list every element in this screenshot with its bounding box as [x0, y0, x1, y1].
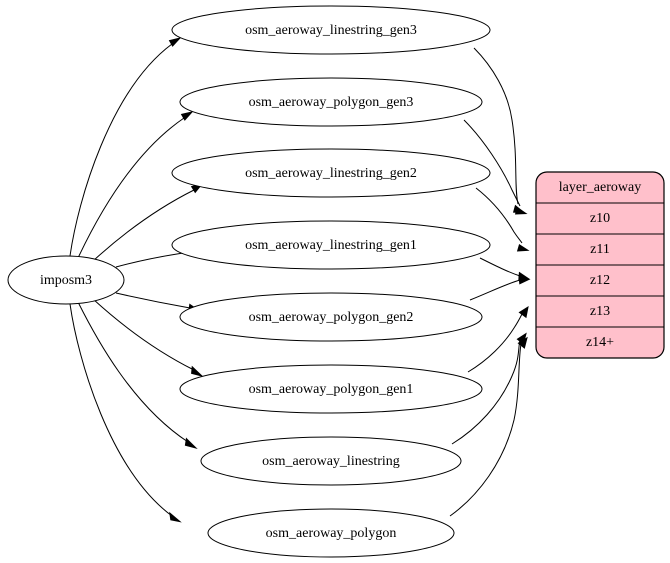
- node-osm-aeroway-linestring-gen2[interactable]: osm_aeroway_linestring_gen2: [171, 148, 491, 198]
- edge-linestring-gen1-to-z12: [479, 257, 521, 277]
- node-ellipse-0[interactable]: [171, 5, 491, 55]
- edge-polygon-gen1-to-z13: [467, 313, 523, 373]
- edge-imposm3-to-linestring: [77, 301, 189, 443]
- node-osm-aeroway-polygon-gen3[interactable]: osm_aeroway_polygon_gen3: [179, 77, 483, 127]
- node-label-7: osm_aeroway_polygon: [266, 526, 397, 541]
- arrowhead-polygon-gen3: [180, 111, 194, 121]
- node-label-1: osm_aeroway_polygon_gen3: [249, 95, 414, 110]
- table-outer-border: [535, 171, 665, 359]
- edge-imposm3-to-polygon: [69, 303, 173, 517]
- arrowhead-z11: [516, 244, 530, 252]
- node-osm-aeroway-linestring-gen3[interactable]: osm_aeroway_linestring_gen3: [171, 5, 491, 55]
- node-ellipse-7[interactable]: [207, 508, 455, 558]
- table-row-label-z12: z12: [590, 273, 610, 288]
- imposm3-ellipse[interactable]: [7, 255, 125, 305]
- arrowhead-polygon: [169, 511, 182, 523]
- table-header-label: layer_aeroway: [559, 180, 641, 195]
- edge-imposm3-to-linestring-gen3: [69, 43, 173, 257]
- node-ellipse-2[interactable]: [171, 148, 491, 198]
- arrowhead-z14-b: [517, 336, 528, 349]
- edge-imposm3-to-polygon-gen2: [115, 292, 191, 309]
- node-osm-aeroway-polygon[interactable]: osm_aeroway_polygon: [207, 508, 455, 558]
- table-row-label-z10: z10: [590, 211, 610, 226]
- node-ellipse-1[interactable]: [179, 77, 483, 127]
- arrowhead-z10-b: [514, 206, 528, 215]
- node-imposm3[interactable]: imposm3: [7, 255, 125, 305]
- node-ellipse-4[interactable]: [179, 292, 483, 342]
- edge-linestring-gen3-to-z10: [473, 47, 519, 205]
- table-row-label-z13: z13: [590, 304, 610, 319]
- node-osm-aeroway-linestring[interactable]: osm_aeroway_linestring: [200, 436, 462, 486]
- node-ellipse-6[interactable]: [200, 436, 462, 486]
- node-osm-aeroway-polygon-gen1[interactable]: osm_aeroway_polygon_gen1: [179, 364, 483, 414]
- edge-imposm3-to-polygon-gen3: [77, 117, 185, 259]
- node-label-4: osm_aeroway_polygon_gen2: [249, 310, 414, 325]
- edge-polygon-to-z14: [449, 343, 522, 517]
- table-row-cell-z11[interactable]: [536, 233, 664, 266]
- edge-imposm3-to-polygon-gen1: [92, 298, 195, 371]
- arrowhead-polygon-gen1: [191, 365, 204, 377]
- table-row-label-z11: z11: [590, 242, 610, 257]
- node-label-0: osm_aeroway_linestring_gen3: [245, 23, 417, 38]
- node-osm-aeroway-polygon-gen2[interactable]: osm_aeroway_polygon_gen2: [179, 292, 483, 342]
- node-layer-aeroway-table[interactable]: layer_aeroway z10 z11 z12 z13 z14+: [535, 171, 665, 359]
- arrowhead-z12-b: [518, 275, 531, 285]
- table-row-cell-z14plus[interactable]: [536, 326, 664, 358]
- edge-linestring-to-z14: [451, 339, 521, 445]
- table-row-label-z14plus: z14+: [586, 335, 614, 350]
- edge-imposm3-to-linestring-gen2: [92, 189, 195, 262]
- node-ellipse-3[interactable]: [171, 220, 491, 270]
- imposm3-label: imposm3: [40, 273, 92, 288]
- arrowhead-z13: [518, 305, 529, 319]
- edge-polygon-gen2-to-z12: [469, 279, 521, 301]
- table-row-cell-z12[interactable]: [536, 264, 664, 297]
- node-ellipse-5[interactable]: [179, 364, 483, 414]
- node-label-2: osm_aeroway_linestring_gen2: [245, 166, 417, 181]
- edge-group-tables-to-layer: [449, 47, 531, 517]
- node-label-3: osm_aeroway_linestring_gen1: [245, 238, 417, 253]
- table-header-cell: [536, 172, 664, 204]
- edge-polygon-gen3-to-z10: [463, 119, 521, 207]
- arrowhead-linestring: [184, 437, 198, 449]
- node-osm-aeroway-linestring-gen1[interactable]: osm_aeroway_linestring_gen1: [171, 220, 491, 270]
- edge-imposm3-to-linestring-gen1: [115, 251, 191, 268]
- node-group-source-tables: osm_aeroway_linestring_gen3 osm_aeroway_…: [171, 5, 491, 558]
- arrowhead-linestring-gen3: [168, 37, 182, 47]
- node-label-6: osm_aeroway_linestring: [262, 454, 400, 469]
- edge-linestring-gen2-to-z11: [475, 187, 523, 244]
- node-label-5: osm_aeroway_polygon_gen1: [249, 382, 414, 397]
